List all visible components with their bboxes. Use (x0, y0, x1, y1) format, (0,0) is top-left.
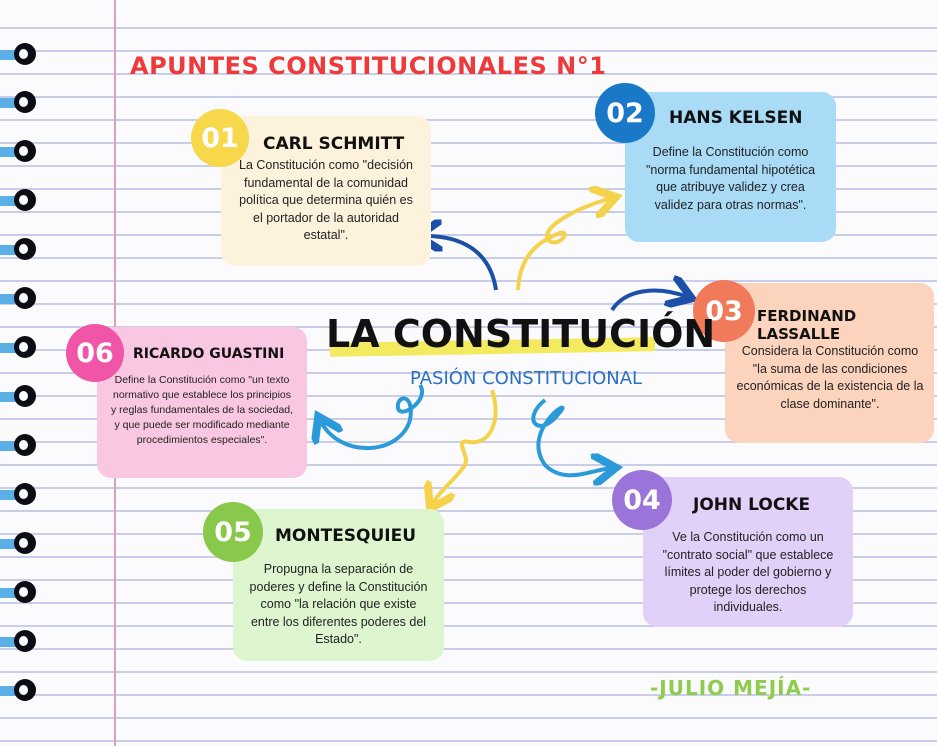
spiral-ring (0, 91, 42, 115)
card-text: Ve la Constitución como un "contrato soc… (662, 530, 834, 614)
card-hans-kelsen: HANS KELSEN Define la Constitución como … (625, 92, 836, 242)
author-signature: -JULIO MEJÍA- (650, 676, 812, 700)
spiral-ring (0, 140, 42, 164)
number-badge: 05 (203, 502, 263, 562)
card-montesquieu: MONTESQUIEU Propugna la separación de po… (233, 509, 444, 661)
card-text: Considera la Constitución como "la suma … (736, 344, 924, 411)
spiral-ring (0, 385, 42, 409)
arrow-to-montesquieu (432, 389, 498, 505)
number-badge: 04 (612, 470, 672, 530)
spiral-ring (0, 532, 42, 556)
card-ferdinand-lassalle: FERDINAND LASSALLE Considera la Constitu… (725, 283, 934, 443)
spiral-ring (0, 679, 42, 703)
spiral-ring (0, 336, 42, 360)
arrow-to-guastini (320, 383, 424, 451)
spiral-ring (0, 630, 42, 654)
card-text: Propugna la separación de poderes y defi… (249, 562, 428, 646)
card-carl-schmitt: CARL SCHMITT La Constitución como "decis… (221, 116, 431, 266)
spiral-ring (0, 189, 42, 213)
arrow-to-locke (531, 398, 612, 475)
card-heading: JOHN LOCKE (693, 495, 811, 515)
spiral-ring (0, 43, 42, 67)
card-text: Define la Constitución como "norma funda… (645, 145, 816, 212)
card-heading: CARL SCHMITT (263, 134, 405, 154)
card-heading: FERDINAND LASSALLE (757, 307, 857, 343)
card-text: La Constitución como "decisión fundament… (239, 158, 413, 242)
spiral-ring (0, 238, 42, 262)
number-badge: 02 (595, 83, 655, 143)
central-title: LA CONSTITUCIÓN (326, 312, 716, 356)
card-heading: MONTESQUIEU (275, 526, 417, 546)
arrow-to-lassalle (610, 291, 688, 312)
arrow-to-schmitt (422, 236, 498, 291)
card-heading: RICARDO GUASTINI (133, 346, 285, 362)
spiral-ring (0, 581, 42, 605)
number-badge: 01 (191, 109, 249, 167)
card-heading: HANS KELSEN (669, 108, 803, 128)
number-badge: 03 (693, 280, 755, 342)
card-john-locke: JOHN LOCKE Ve la Constitución como un "c… (643, 477, 853, 627)
central-subtitle: PASIÓN CONSTITUCIONAL (410, 368, 643, 389)
spiral-ring (0, 483, 42, 507)
card-text: Define la Constitución como "un texto no… (110, 374, 294, 446)
number-badge: 06 (66, 324, 124, 382)
spiral-ring (0, 434, 42, 458)
card-ricardo-guastini: RICARDO GUASTINI Define la Constitución … (97, 327, 307, 478)
spiral-ring (0, 287, 42, 311)
arrow-to-kelsen (516, 198, 612, 291)
page-title: APUNTES CONSTITUCIONALES N°1 (130, 52, 607, 80)
